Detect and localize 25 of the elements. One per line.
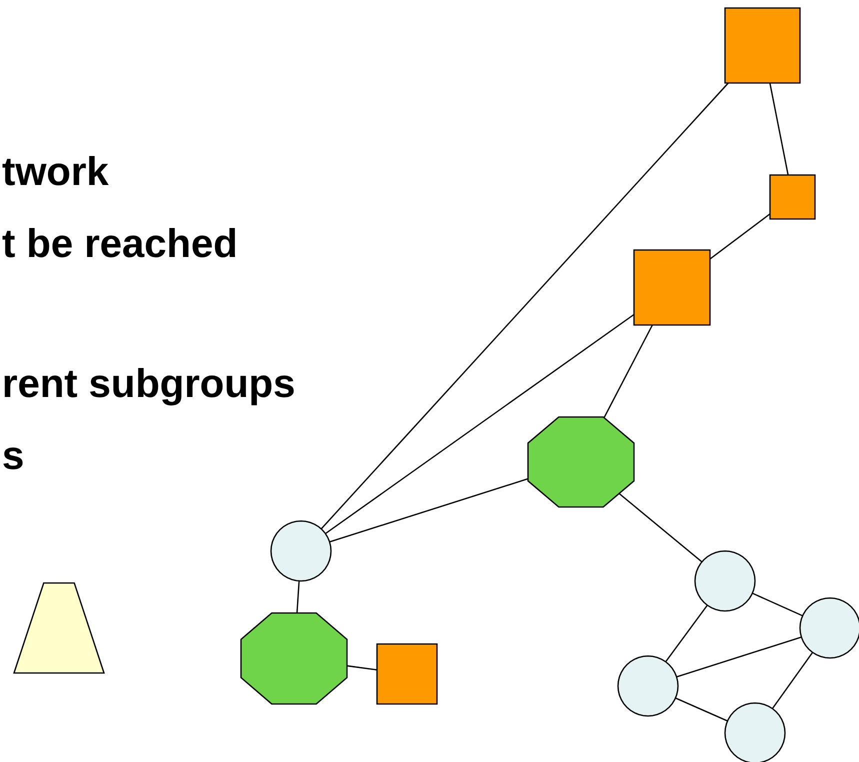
connector-line xyxy=(346,665,378,671)
connector-line xyxy=(710,213,770,260)
bullet-text: s xyxy=(2,434,24,478)
connector-line xyxy=(320,82,729,530)
connector-line xyxy=(296,580,300,614)
bullet-text: twork xyxy=(2,150,109,194)
box-node xyxy=(634,250,710,325)
connector-line xyxy=(752,592,803,616)
connector-line xyxy=(665,604,708,662)
connector-line xyxy=(329,478,528,543)
octagon-node xyxy=(528,417,634,507)
connector-line xyxy=(675,697,728,722)
connector-line xyxy=(772,652,814,709)
trapezoid-node xyxy=(14,583,104,673)
connector-line xyxy=(604,324,653,418)
connector-line xyxy=(325,314,634,534)
box-node xyxy=(377,644,437,704)
box-node xyxy=(770,175,815,219)
box-node xyxy=(725,8,800,83)
bullet-text: t be reached xyxy=(2,222,238,266)
connector-line xyxy=(676,636,802,678)
bullet-text: rent subgroups xyxy=(2,362,296,406)
connector-line xyxy=(769,82,789,176)
octagon-node xyxy=(241,613,347,704)
connector-line xyxy=(618,493,702,562)
